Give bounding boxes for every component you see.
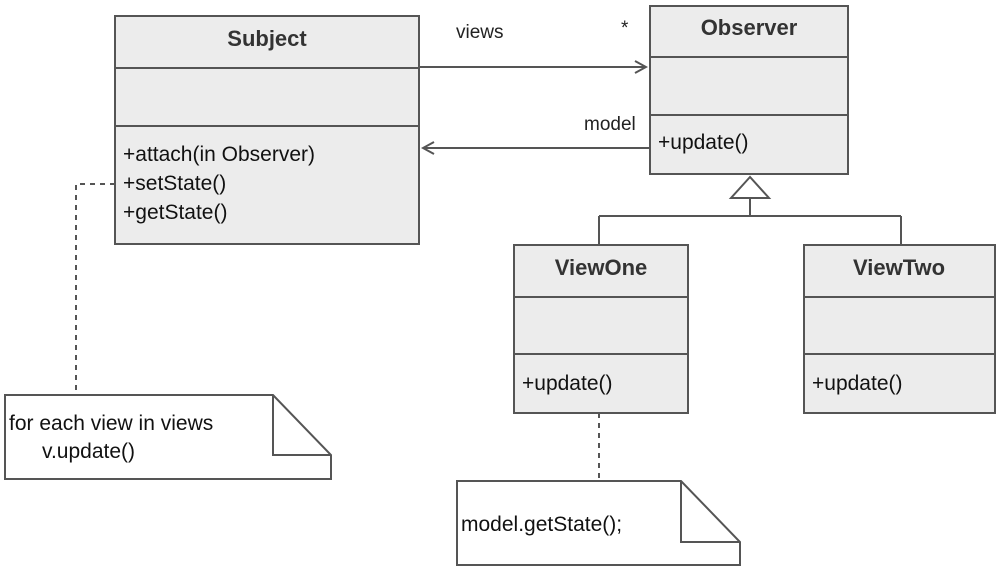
views-label: views xyxy=(456,22,504,43)
generalization xyxy=(598,175,902,245)
subject-note: for each view in views v.update() xyxy=(4,183,332,480)
model-label: model xyxy=(584,114,636,135)
subject-note-line: for each view in views xyxy=(9,412,213,435)
views-multiplicity: * xyxy=(621,18,629,39)
subject-method: +setState() xyxy=(123,172,226,195)
viewone-class-name: ViewOne xyxy=(555,255,648,280)
viewone-class: ViewOne +update() xyxy=(513,244,689,414)
viewone-note: model.getState(); xyxy=(456,413,741,566)
subject-method: +getState() xyxy=(123,201,227,224)
views-association: views * xyxy=(419,18,646,67)
subject-class: Subject +attach(in Observer) +setState()… xyxy=(114,15,420,245)
viewone-method: +update() xyxy=(522,372,612,395)
subject-method: +attach(in Observer) xyxy=(123,143,315,166)
viewone-note-line: model.getState(); xyxy=(461,513,622,536)
inheritance-triangle xyxy=(728,175,772,199)
viewtwo-class: ViewTwo +update() xyxy=(803,244,996,414)
subject-class-name: Subject xyxy=(227,26,307,51)
observer-class-name: Observer xyxy=(701,15,798,40)
viewtwo-method: +update() xyxy=(812,372,902,395)
observer-method: +update() xyxy=(658,131,748,154)
viewtwo-class-name: ViewTwo xyxy=(853,255,945,280)
observer-class: Observer +update() xyxy=(649,5,849,175)
subject-note-line: v.update() xyxy=(42,440,135,463)
model-association: model xyxy=(423,114,650,148)
